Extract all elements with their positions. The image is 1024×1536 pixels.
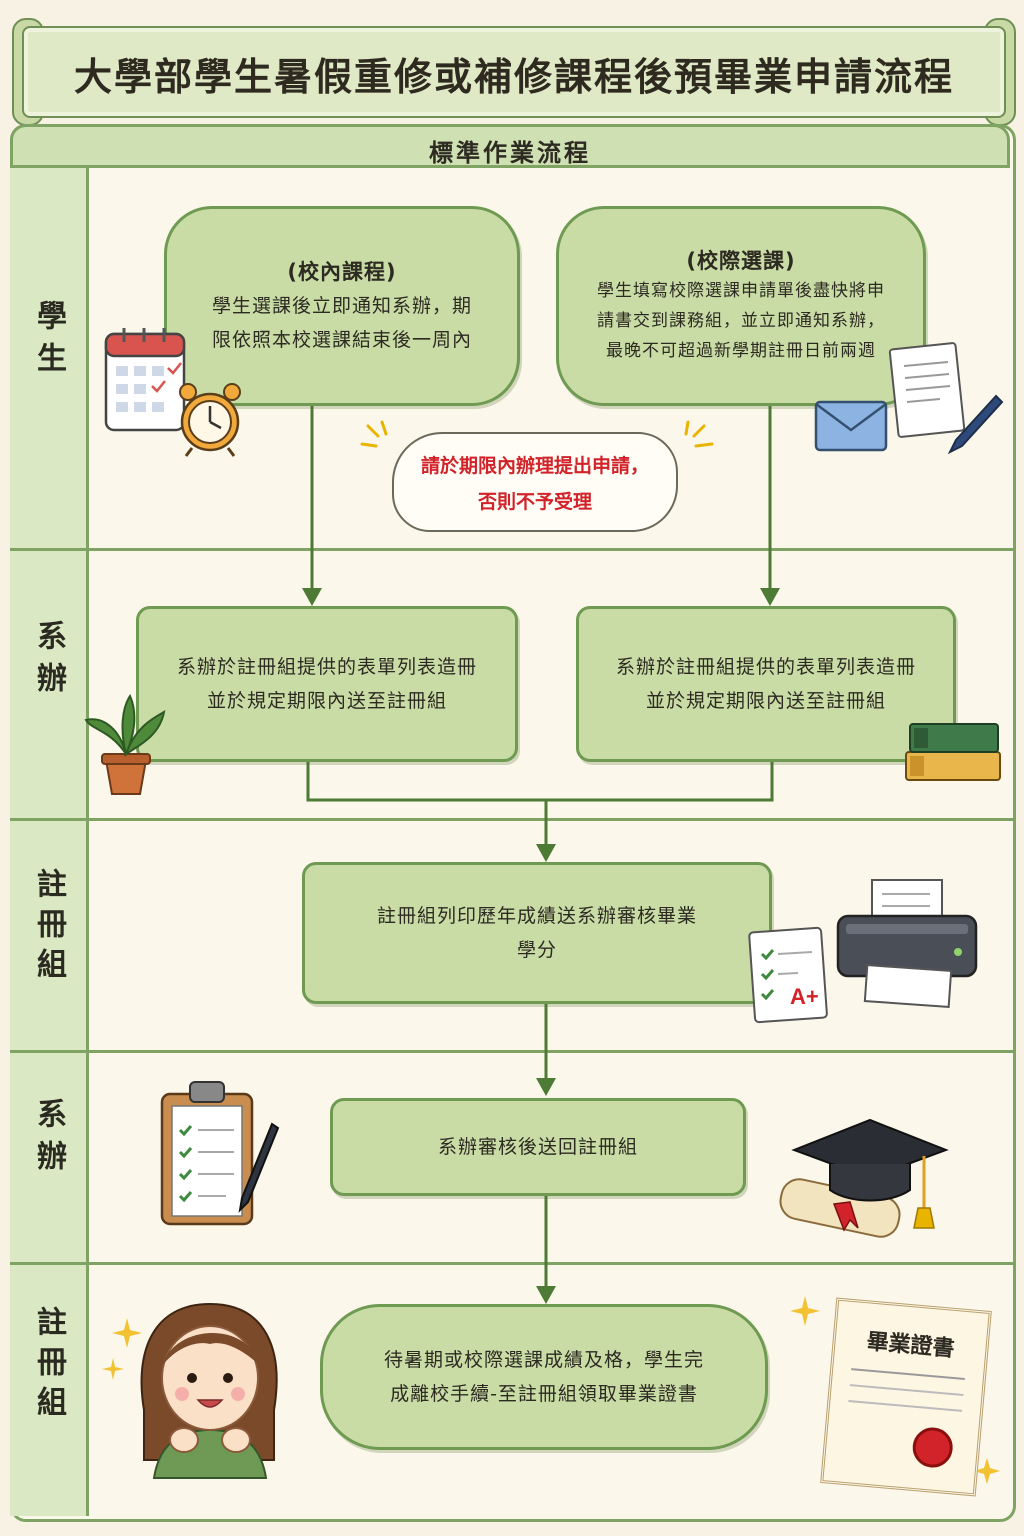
inter-school-title: (校際選課): [686, 249, 796, 273]
sparkle-icon: [102, 1358, 124, 1380]
office-list-box-right: 系辦於註冊組提供的表單列表造冊 並於規定期限內送至註冊組: [576, 606, 956, 762]
notice-line2: 否則不予受理: [477, 491, 592, 513]
pen-icon: [947, 394, 1004, 455]
student-icon: [140, 1302, 278, 1479]
grade-text: A+: [790, 984, 819, 1009]
certificate-seal: [911, 1425, 955, 1470]
registry-print-box: 註冊組列印歷年成績送系辦審核畢業 學分: [302, 862, 772, 1004]
inter-school-line3: 最晚不可超過新學期註冊日前兩週: [606, 341, 876, 361]
office-review-box: 系辦審核後送回註冊組: [330, 1098, 746, 1196]
notice-emphasis: [684, 420, 714, 448]
lane-label-column: [10, 168, 89, 1516]
envelope-icon: [814, 400, 888, 452]
lane-divider: [10, 1050, 1013, 1053]
sparkle-icon: [790, 1296, 820, 1326]
header-title: 標準作業流程: [429, 139, 591, 167]
lane-student: 學生: [10, 300, 86, 384]
office-right-line2: 並於規定期限內送至註冊組: [645, 690, 886, 712]
alarm-clock-icon: [179, 383, 241, 457]
calendar-icon: [104, 328, 186, 432]
registry-print-line2: 學分: [516, 939, 557, 961]
campus-course-box: (校內課程) 學生選課後立即通知系辦，期 限依照本校選課結束後一周內: [164, 206, 520, 406]
certificate-title: 畢業證書: [865, 1328, 956, 1362]
lane-registry-2: 註冊組: [10, 1306, 86, 1426]
plant-icon: [84, 693, 166, 795]
lane-student-char: 學生: [31, 300, 66, 384]
inter-school-line1: 學生填寫校際選課申請單後盡快將申: [597, 281, 885, 301]
lane-divider: [10, 1262, 1013, 1265]
printer-icon: [836, 879, 978, 1008]
grade-sheet-icon: A+: [748, 926, 828, 1024]
books-icon: [905, 723, 1001, 781]
lane-office-2: 系辦: [10, 1098, 86, 1182]
office-left-line2: 並於規定期限內送至註冊組: [206, 690, 447, 712]
lane-office-2-text: 系辦: [31, 1098, 66, 1182]
lane-office-1: 系辦: [10, 620, 86, 704]
office-list-box-left: 系辦於註冊組提供的表單列表造冊 並於規定期限內送至註冊組: [136, 606, 518, 762]
notice-emphasis: [360, 420, 388, 448]
office-review-text: 系辦審核後送回註冊組: [437, 1136, 638, 1158]
certificate-icon: 畢業證書: [820, 1297, 992, 1497]
inter-school-box: (校際選課) 學生填寫校際選課申請單後盡快將申 請書交到課務組，並立即通知系辦，…: [556, 206, 926, 406]
header-bar: 標準作業流程: [10, 124, 1010, 168]
deadline-notice: 請於期限內辦理提出申請， 否則不予受理: [392, 432, 678, 532]
lane-divider: [10, 818, 1013, 821]
graduation-line1: 待暑期或校際選課成績及格，學生完: [383, 1349, 704, 1371]
clipboard-icon: [160, 1081, 280, 1226]
document-icon: [888, 342, 966, 438]
office-right-line1: 系辦於註冊組提供的表單列表造冊: [615, 656, 916, 678]
notice-line1: 請於期限內辦理提出申請，: [420, 455, 649, 477]
sparkle-icon: [974, 1458, 1000, 1484]
registry-print-line1: 註冊組列印歷年成績送系辦審核畢業: [376, 905, 697, 927]
campus-course-line1: 學生選課後立即通知系辦，期: [211, 295, 472, 317]
graduation-line2: 成離校手續-至註冊組領取畢業證書: [390, 1383, 698, 1405]
lane-divider: [10, 548, 1013, 551]
page-title: 大學部學生暑假重修或補修課程後預畢業申請流程: [73, 54, 954, 99]
title-banner: 大學部學生暑假重修或補修課程後預畢業申請流程: [22, 26, 1006, 118]
sparkle-icon: [112, 1318, 142, 1348]
lane-registry-2-text: 註冊組: [31, 1306, 66, 1426]
campus-course-line2: 限依照本校選課結束後一周內: [211, 329, 472, 351]
inter-school-line2: 請書交到課務組，並立即通知系辦，: [597, 311, 885, 331]
lane-registry-1: 註冊組: [10, 868, 86, 988]
lane-office-1-text: 系辦: [31, 620, 66, 704]
lane-registry-1-text: 註冊組: [31, 868, 66, 988]
graduation-box: 待暑期或校際選課成績及格，學生完 成離校手續-至註冊組領取畢業證書: [320, 1304, 768, 1450]
campus-course-title: (校內課程): [287, 260, 397, 284]
office-left-line1: 系辦於註冊組提供的表單列表造冊: [176, 656, 477, 678]
graduation-cap-icon: [779, 1118, 949, 1238]
